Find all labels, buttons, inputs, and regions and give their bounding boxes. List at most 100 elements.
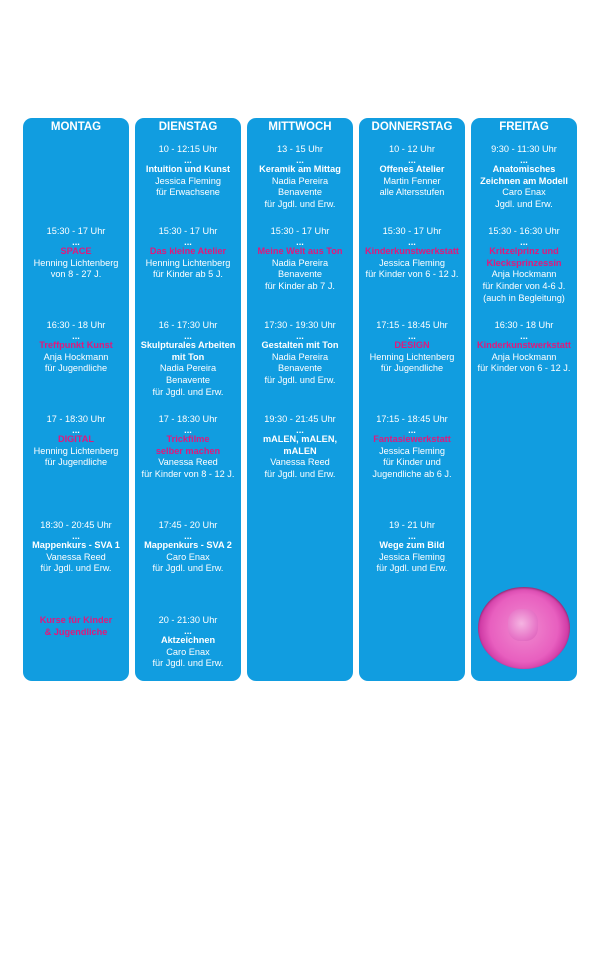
event-teacher: Anja Hockmann [491, 351, 557, 362]
event-teacher: Caro Enax [166, 646, 210, 657]
event-title: Mappenkurs - SVA 1 [32, 539, 120, 550]
event-dots: ... [184, 625, 192, 636]
event-time: 15:30 - 17 Uhr [46, 226, 106, 236]
day-title-dienstag: DIENSTAG [158, 121, 218, 133]
event-title: Offenes Atelier [379, 163, 445, 174]
event-time: 17:45 - 20 Uhr [158, 520, 218, 530]
event-dots: ... [408, 154, 416, 165]
event-time: 15:30 - 16:30 Uhr [488, 226, 560, 236]
event-audience: für Jgdl. und Erw. [40, 563, 112, 574]
event-title: Fantasiewerkstatt [373, 433, 451, 444]
event-title: mALEN [283, 445, 317, 456]
event: 15:30 - 17 Uhr ... SPACE Henning Lichten… [23, 226, 129, 281]
event-time: 16 - 17:30 Uhr [158, 320, 218, 330]
event-time: 19:30 - 21:45 Uhr [264, 414, 336, 424]
event-teacher: Henning Lichtenberg [33, 257, 119, 268]
event-title: mit Ton [171, 351, 205, 362]
event-audience: für Kinder von 6 - 12 J. [477, 363, 571, 374]
footer-line: Kurse für Kinder [39, 615, 113, 625]
event-dots: ... [72, 330, 80, 341]
event-time: 20 - 21:30 Uhr [158, 615, 218, 625]
event-teacher: Vanessa Reed [270, 457, 330, 468]
event-dots: ... [184, 330, 192, 341]
event: 15:30 - 16:30 Uhr ... Kritzelprinz und K… [471, 226, 577, 305]
event-audience: für Jugendliche [380, 363, 444, 374]
event-time: 15:30 - 17 Uhr [382, 226, 442, 236]
event-teacher: Benavente [278, 269, 322, 280]
footer-line: & Jugendliche [44, 626, 108, 637]
event: 9:30 - 11:30 Uhr ... Anatomisches Zeichn… [471, 144, 577, 211]
event-audience: Jugendliche ab 6 J. [372, 469, 452, 480]
event-title: Skulpturales Arbeiten [140, 339, 236, 350]
event-title: Gestalten mit Ton [261, 339, 339, 350]
event-teacher: Henning Lichtenberg [33, 445, 119, 456]
event-dots: ... [296, 330, 304, 341]
event-audience: (auch in Begleitung) [483, 292, 565, 303]
event-time: 19 - 21 Uhr [389, 520, 435, 530]
event-title: Anatomisches [492, 163, 556, 174]
event-dots: ... [520, 330, 528, 341]
event-title: Intuition und Kunst [145, 163, 231, 174]
event-teacher: Caro Enax [166, 551, 210, 562]
event-title: Klecksprinzessin [486, 257, 562, 268]
event-time: 17:15 - 18:45 Uhr [376, 414, 448, 424]
event-dots: ... [184, 530, 192, 541]
event-title: Mappenkurs - SVA 2 [144, 539, 232, 550]
event-title: Meine Welt aus Ton [257, 245, 343, 256]
event: 17:45 - 20 Uhr ... Mappenkurs - SVA 2 Ca… [135, 520, 241, 575]
event-teacher: Nadia Pereira [159, 363, 217, 374]
event-teacher: Jessica Fleming [379, 445, 445, 456]
event-audience: für Kinder von 8 - 12 J. [141, 469, 235, 480]
event-teacher: Jessica Fleming [155, 175, 221, 186]
event-title: Kinderkunstwerkstatt [365, 245, 459, 256]
event-title: Keramik am Mittag [259, 163, 341, 174]
event-teacher: Henning Lichtenberg [369, 351, 455, 362]
event-time: 10 - 12:15 Uhr [158, 144, 218, 154]
event-title: Kinderkunstwerkstatt [477, 339, 571, 350]
event-teacher: Nadia Pereira [271, 257, 329, 268]
column-dienstag: DIENSTAG 10 - 12:15 Uhr ... Intuition un… [135, 118, 241, 681]
event-dots: ... [72, 530, 80, 541]
column-mittwoch: MITTWOCH 13 - 15 Uhr ... Keramik am Mitt… [247, 118, 353, 681]
event: 15:30 - 17 Uhr ... Kinderkunstwerkstatt … [359, 226, 465, 281]
event-audience: für Jgdl. und Erw. [152, 386, 224, 397]
event-dots: ... [184, 154, 192, 165]
event-title: DESIGN [394, 339, 430, 350]
event-title: Aktzeichnen [160, 634, 216, 645]
event-time: 17:15 - 18:45 Uhr [376, 320, 448, 330]
day-title-freitag: FREITAG [499, 121, 549, 133]
event-teacher: Nadia Pereira [271, 351, 329, 362]
event-teacher: Henning Lichtenberg [145, 257, 231, 268]
event-dots: ... [296, 424, 304, 435]
event: 17:30 - 19:30 Uhr ... Gestalten mit Ton … [247, 320, 353, 387]
event: 15:30 - 17 Uhr ... Meine Welt aus Ton Na… [247, 226, 353, 293]
event-audience: für Jgdl. und Erw. [152, 658, 224, 669]
event-teacher: Jessica Fleming [379, 257, 445, 268]
event-title: Treffpunkt Kunst [39, 339, 113, 350]
paint-blob [508, 609, 538, 641]
event-title: SPACE [60, 245, 92, 256]
event-teacher: Vanessa Reed [46, 551, 106, 562]
event: 16:30 - 18 Uhr ... Treffpunkt Kunst Anja… [23, 320, 129, 375]
event-audience: für Jgdl. und Erw. [376, 563, 448, 574]
event: 18:30 - 20:45 Uhr ... Mappenkurs - SVA 1… [23, 520, 129, 575]
event-time: 16:30 - 18 Uhr [494, 320, 554, 330]
event-dots: ... [296, 154, 304, 165]
event-teacher: Benavente [166, 375, 210, 386]
event-audience: für Jugendliche [44, 457, 108, 468]
event-title: Wege zum Bild [379, 539, 445, 550]
event-time: 17 - 18:30 Uhr [46, 414, 106, 424]
event: 15:30 - 17 Uhr ... Das kleine Atelier He… [135, 226, 241, 281]
paint-dish-image [478, 587, 570, 669]
event-time: 18:30 - 20:45 Uhr [40, 520, 112, 530]
event-audience: für Jgdl. und Erw. [152, 563, 224, 574]
event-audience: für Kinder von 4-6 J. [482, 281, 566, 292]
event-teacher: Martin Fenner [383, 175, 441, 186]
event-dots: ... [408, 424, 416, 435]
event-dots: ... [520, 154, 528, 165]
event-audience: für Kinder ab 7 J. [265, 281, 335, 292]
event-teacher: Anja Hockmann [491, 269, 557, 280]
event: 16:30 - 18 Uhr ... Kinderkunstwerkstatt … [471, 320, 577, 375]
event-audience: für Jugendliche [44, 363, 108, 374]
event-teacher: Benavente [278, 187, 322, 198]
